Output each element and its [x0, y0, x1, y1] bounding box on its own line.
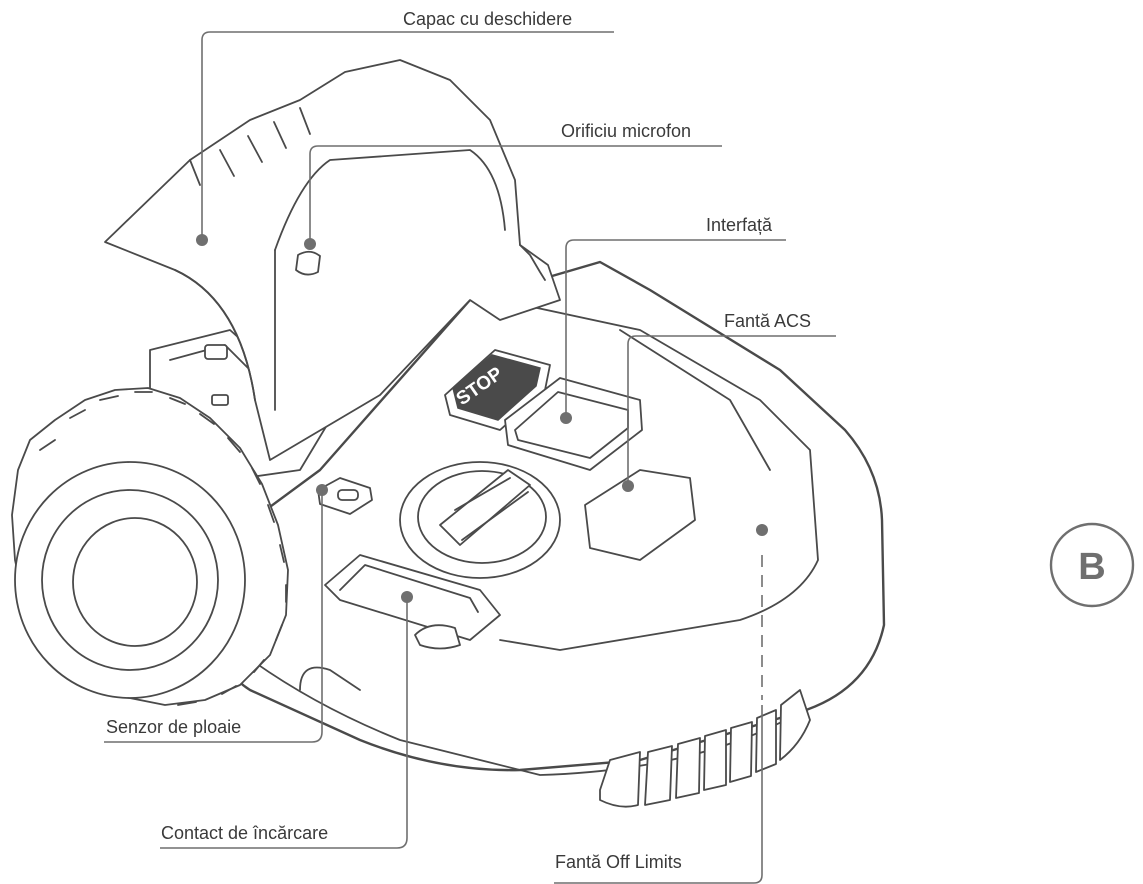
label-charging-contact: Contact de încărcare — [161, 823, 328, 843]
height-knob — [399, 461, 561, 579]
label-lid: Capac cu deschidere — [403, 9, 572, 29]
label-acs-slot: Fantă ACS — [724, 311, 811, 331]
label-microphone: Orificiu microfon — [561, 121, 691, 141]
label-rain-sensor: Senzor de ploaie — [106, 717, 241, 737]
badge-letter: B — [1078, 546, 1105, 588]
label-interface: Interfață — [706, 215, 773, 235]
acs-slot — [584, 469, 696, 561]
label-off-limits-slot: Fantă Off Limits — [555, 852, 682, 872]
mower-lid — [104, 59, 561, 461]
rain-sensor — [317, 477, 373, 515]
front-vents — [599, 689, 811, 808]
control-panel: STOP — [444, 349, 643, 471]
figure-badge: B — [1049, 522, 1135, 608]
rear-wheel — [11, 387, 289, 706]
mower-illustration: STOP — [11, 59, 886, 808]
callout-leaders — [104, 31, 836, 884]
callout-labels: Capac cu deschidere Orificiu microfon In… — [106, 9, 811, 872]
